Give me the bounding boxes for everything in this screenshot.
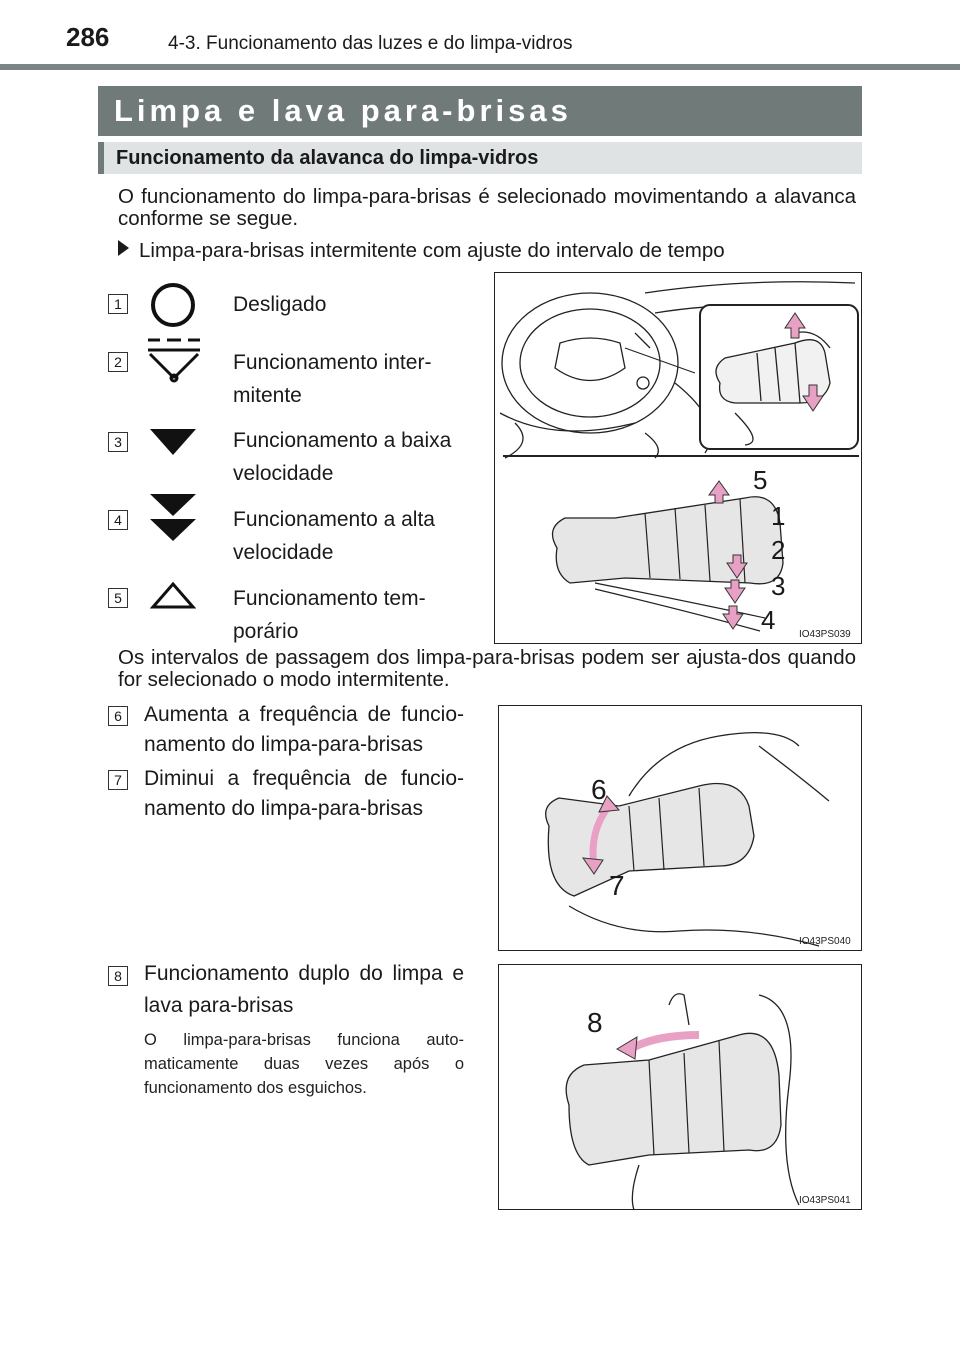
- interval-adjust-figure: 6 7 IO43PS040: [498, 705, 862, 951]
- callout-number: 6: [108, 706, 128, 726]
- callout-number: 4: [108, 510, 128, 530]
- intermittent-wiper-icon: [146, 336, 202, 384]
- figure-callout: 8: [587, 1007, 603, 1038]
- washer-item-label: Funcionamento duplo do limpa e lava para…: [144, 962, 464, 1017]
- figure-callout: 5: [753, 465, 768, 495]
- adjust-item-label: Diminui a frequência de funcio-namento d…: [144, 767, 464, 820]
- position-label: Funcionamento tem-porário: [233, 587, 426, 643]
- figure-code: IO43PS040: [799, 936, 851, 947]
- interval-adjust-illustration: [545, 732, 830, 947]
- callout-number: 2: [108, 352, 128, 372]
- callout-number: 5: [108, 588, 128, 608]
- wiper-lever-illustration: [499, 281, 859, 632]
- figure-callout: 1: [771, 501, 786, 531]
- position-label: Funcionamento inter-mitente: [233, 351, 432, 407]
- high-speed-double-triangle-icon: [148, 494, 198, 542]
- explanation-paragraph: Os intervalos de passagem dos limpa-para…: [118, 646, 856, 691]
- bullet-item: Limpa-para-brisas intermitente com ajust…: [118, 239, 856, 263]
- position-label: Desligado: [233, 293, 327, 316]
- position-label: Funcionamento a baixa velocidade: [233, 429, 452, 485]
- circle-off-icon: [148, 282, 198, 328]
- header-rule: [0, 64, 960, 70]
- figure-callout: 4: [761, 605, 776, 635]
- washer-figure: 8 IO43PS041: [498, 964, 862, 1210]
- callout-number: 8: [108, 966, 128, 986]
- figure-callout: 2: [771, 535, 786, 565]
- low-speed-triangle-icon: [148, 428, 198, 456]
- wiper-lever-figure: 5 1 2 3 4 IO43PS039: [494, 272, 862, 644]
- callout-number: 3: [108, 432, 128, 452]
- figure-callout: 3: [771, 571, 786, 601]
- washer-illustration: [565, 993, 800, 1209]
- section-title: Limpa e lava para-brisas: [98, 86, 862, 136]
- figure-code: IO43PS039: [799, 629, 851, 640]
- intro-paragraph: O funcionamento do limpa-para-brisas é s…: [118, 185, 856, 230]
- figure-callout: 7: [609, 870, 625, 901]
- adjust-item-label: Aumenta a frequência de funcio-namento d…: [144, 703, 464, 756]
- mist-triangle-outline-icon: [148, 580, 198, 610]
- running-header: 4-3. Funcionamento das luzes e do limpa-…: [168, 33, 573, 54]
- page-number: 286: [66, 22, 110, 52]
- washer-item-note: O limpa-para-brisas funciona auto-matica…: [144, 1031, 464, 1097]
- subsection-title: Funcionamento da alavanca do limpa-vidro…: [98, 142, 862, 174]
- figure-callout: 6: [591, 774, 607, 805]
- position-label: Funcionamento a alta velocidade: [233, 508, 435, 564]
- bullet-triangle-icon: [118, 240, 129, 256]
- callout-number: 1: [108, 294, 128, 314]
- figure-code: IO43PS041: [799, 1195, 851, 1206]
- bullet-text: Limpa-para-brisas intermitente com ajust…: [139, 239, 725, 262]
- callout-number: 7: [108, 770, 128, 790]
